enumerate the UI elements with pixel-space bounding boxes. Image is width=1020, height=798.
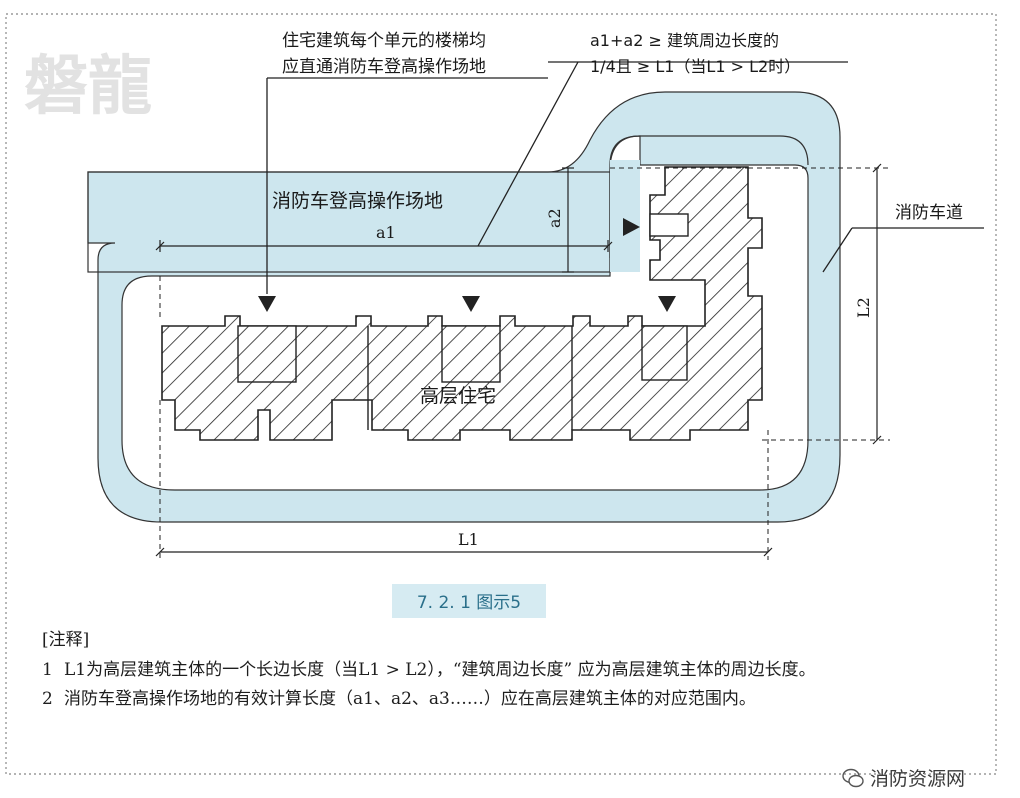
caption-box <box>392 584 546 618</box>
stair-access-marker-2 <box>462 296 480 312</box>
stair-note-line1: 住宅建筑每个单元的楼梯均 <box>282 31 486 51</box>
stair-core-2 <box>441 325 501 383</box>
rule-line1: a1+a2 ≥ 建筑周边长度的 <box>590 31 779 50</box>
stair-core-3 <box>641 325 688 381</box>
dim-L2-label: L2 <box>854 297 873 318</box>
rule-line2: 1/4且 ≥ L1（当L1 > L2时） <box>590 57 800 76</box>
dim-a1-label: a1 <box>376 223 396 242</box>
watermark: 消防资源网 <box>842 764 965 791</box>
stair-access-marker-3 <box>658 296 676 312</box>
caption-text: 7. 2. 1 图示5 <box>417 593 521 613</box>
fire-lane-label: 消防车道 <box>895 203 963 223</box>
dim-a2-label: a2 <box>545 208 564 228</box>
building-footprint <box>161 166 763 441</box>
dim-L1-label: L1 <box>458 530 479 549</box>
note-item-2: 2 消防车登高操作场地的有效计算长度（a1、a2、a3……）应在高层建筑主体的对… <box>42 685 1002 714</box>
stair-access-marker-1 <box>258 296 276 312</box>
chat-bubble-icon <box>842 768 864 787</box>
logo-text: 磐龍 <box>24 50 152 124</box>
notes-header: [注释] <box>42 630 90 650</box>
note-text: L1为高层建筑主体的一个长边长度（当L1 > L2），“建筑周边长度” 应为高层… <box>64 660 816 680</box>
note-number: 1 <box>42 660 53 680</box>
watermark-text: 消防资源网 <box>870 768 966 790</box>
stair-access-marker-4 <box>623 218 640 236</box>
building-label: 高层住宅 <box>420 385 496 407</box>
operation-area-label: 消防车登高操作场地 <box>272 190 443 212</box>
outer-dotted-border <box>5 13 997 775</box>
notes-section: [注释] 1 L1为高层建筑主体的一个长边长度（当L1 > L2），“建筑周边长… <box>42 626 1002 714</box>
note-text: 消防车登高操作场地的有效计算长度（a1、a2、a3……）应在高层建筑主体的对应范… <box>64 689 756 709</box>
stair-note-line2: 应直通消防车登高操作场地 <box>282 57 486 77</box>
note-number: 2 <box>42 689 53 709</box>
note-item-1: 1 L1为高层建筑主体的一个长边长度（当L1 > L2），“建筑周边长度” 应为… <box>42 656 1002 685</box>
stair-core-1 <box>237 325 297 383</box>
